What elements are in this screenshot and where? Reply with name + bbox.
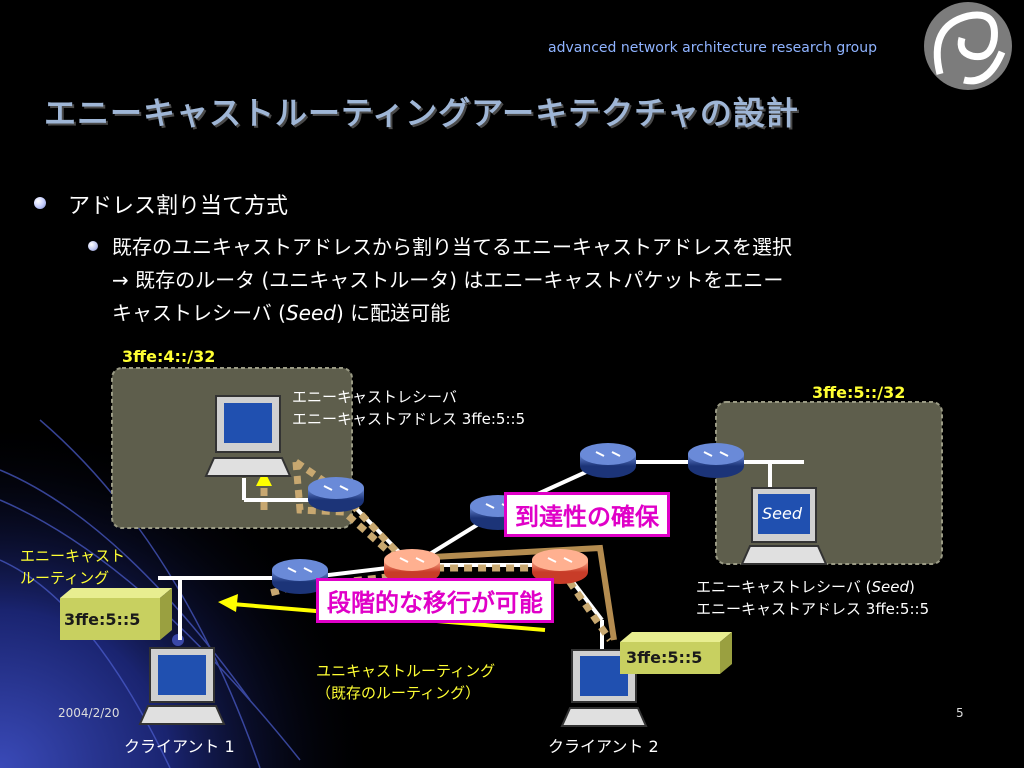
bullet-dot-level2 <box>88 241 98 251</box>
bullet-level2: 既存のユニキャストアドレスから割り当てるエニーキャストアドレスを選択 → 既存の… <box>112 231 982 330</box>
computer-client-2 <box>560 649 648 727</box>
computer-client-1 <box>138 647 226 725</box>
bullet-level2-line3-post: ) に配送可能 <box>335 301 451 325</box>
receiver-right-line1-post: ) <box>908 578 915 596</box>
seed-screen-label: Seed <box>762 504 802 523</box>
callout-migration: 段階的な移行が可能 <box>316 578 554 623</box>
seed-italic: Seed <box>285 301 336 325</box>
prefix-left: 3ffe:4::/32 <box>122 347 216 366</box>
region-right <box>715 401 943 565</box>
footer-page-number: 5 <box>956 706 964 720</box>
client-1-label: クライアント 1 <box>124 737 235 756</box>
bullet-level1: アドレス割り当て方式 <box>68 194 289 219</box>
receiver-right-line2: エニーキャストアドレス 3ffe:5::5 <box>696 600 930 618</box>
footer-date: 2004/2/20 <box>58 706 120 720</box>
address-box-left-shape <box>60 588 172 640</box>
unicast-routing-label: ユニキャストルーティング （既存のルーティング） <box>316 660 495 704</box>
bullet-level2-line1: 既存のユニキャストアドレスから割り当てるエニーキャストアドレスを選択 <box>112 235 792 259</box>
page-title: エニーキャストルーティングアーキテクチャの設計 <box>44 94 799 132</box>
unicast-routing-line1: ユニキャストルーティング <box>316 662 496 680</box>
computer-seed <box>740 487 828 565</box>
anycast-routing-line2: ルーティング <box>20 569 110 587</box>
unicast-arrowhead <box>218 594 238 612</box>
address-box-right: 3ffe:5::5 <box>626 648 703 667</box>
callout-reachability: 到達性の確保 <box>504 492 670 537</box>
receiver-right-line1-pre: エニーキャストレシーバ ( <box>696 578 872 596</box>
receiver-top-line2: エニーキャストアドレス 3ffe:5::5 <box>292 410 526 428</box>
unicast-routing-line2: （既存のルーティング） <box>316 684 481 702</box>
client-2-label: クライアント 2 <box>548 737 659 756</box>
bullet-level2-line2: → 既存のルータ (ユニキャストルータ) はエニーキャストパケットをエニー <box>112 268 784 292</box>
computer-receiver-top <box>204 395 292 477</box>
bullet-level2-line3-pre: キャストレシーバ ( <box>112 301 286 325</box>
bullet-dot-level1 <box>34 197 46 209</box>
anycast-path-solid <box>413 544 617 641</box>
address-box-right-shape <box>620 632 732 674</box>
anycast-routing-label: エニーキャスト ルーティング <box>20 545 125 589</box>
anycast-routing-line1: エニーキャスト <box>20 547 126 565</box>
anycast-arrowhead <box>256 470 272 486</box>
prefix-right: 3ffe:5::/32 <box>812 383 906 402</box>
receiver-right-label: エニーキャストレシーバ (Seed) エニーキャストアドレス 3ffe:5::5 <box>696 576 929 620</box>
bullet-level2-line3: キャストレシーバ (Seed) に配送可能 <box>112 297 982 330</box>
lab-logo <box>924 2 1012 90</box>
receiver-right-seed: Seed <box>871 578 909 596</box>
receiver-top-line1: エニーキャストレシーバ <box>292 388 457 406</box>
receiver-top-label: エニーキャストレシーバ エニーキャストアドレス 3ffe:5::5 <box>292 386 525 430</box>
receiver-right-line1: エニーキャストレシーバ (Seed) <box>696 576 929 598</box>
address-box-left: 3ffe:5::5 <box>64 610 141 629</box>
group-name: advanced network architecture research g… <box>548 40 877 56</box>
